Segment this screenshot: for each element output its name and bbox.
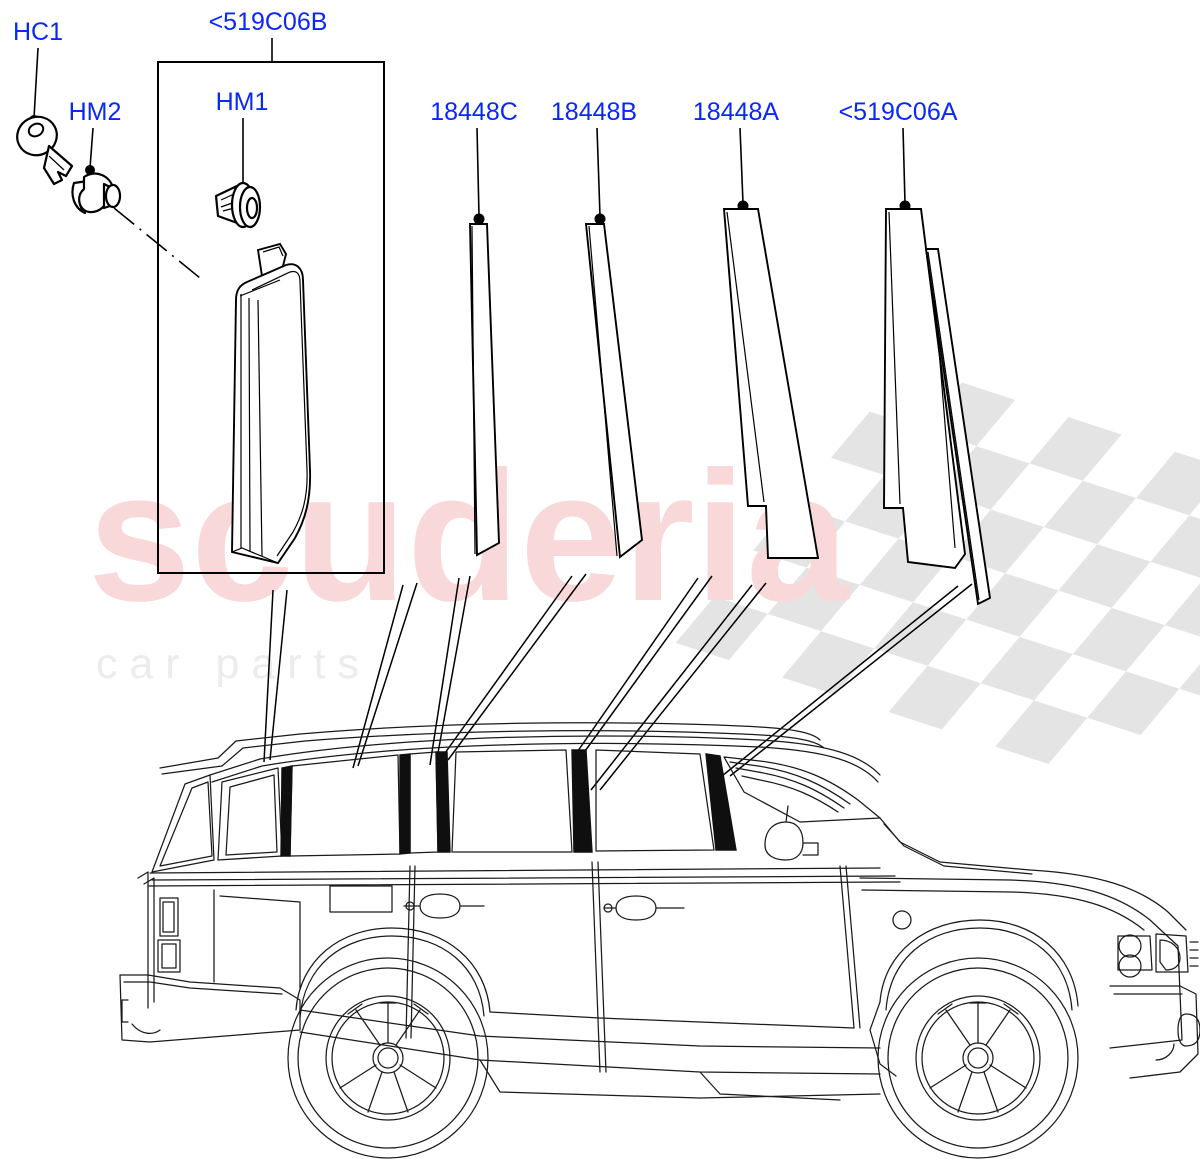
leader-18448a	[739, 127, 744, 204]
part-to-vehicle-leaders	[263, 573, 973, 791]
part-18448b-pillar-trim[interactable]	[584, 223, 644, 559]
part-hm1-arrow-clip[interactable]	[214, 181, 262, 229]
part-18448c-pillar-trim[interactable]	[469, 223, 500, 557]
leader-18448b	[596, 127, 601, 217]
leader-hc1	[33, 47, 39, 119]
part-519c06a-pillar-trim-assembly[interactable]	[883, 208, 992, 606]
label-18448b[interactable]: 18448B	[551, 98, 637, 126]
leader-519c06a	[902, 127, 906, 204]
leader-dot-hm2	[85, 165, 95, 175]
label-hm2[interactable]: HM2	[69, 98, 122, 126]
leader-dot-18448c	[473, 213, 485, 225]
leader-18448c	[476, 127, 480, 217]
part-519c06b-pillar-trim-assembly[interactable]	[231, 242, 312, 565]
leader-hm2	[89, 127, 94, 169]
label-519c06a[interactable]: <519C06A	[839, 98, 958, 126]
label-18448a[interactable]: 18448A	[693, 98, 780, 126]
label-hc1[interactable]: HC1	[13, 18, 63, 46]
part-18448a-pillar-trim[interactable]	[722, 208, 820, 559]
vehicle-side-profile	[119, 722, 1200, 1159]
part-hm2-grommet-fastener[interactable]	[71, 172, 122, 215]
watermark-brand: scuderia	[88, 434, 851, 640]
assembly-box-519c06b	[157, 61, 385, 574]
assembly-dash-line	[113, 207, 201, 279]
label-hm1[interactable]: HM1	[216, 88, 269, 116]
label-519c06b[interactable]: <519C06B	[209, 8, 328, 36]
part-hc1-screw-fastener[interactable]	[10, 110, 74, 186]
leader-dot-18448b	[594, 213, 606, 225]
watermark-tagline: c a r p a r t s	[96, 640, 359, 688]
label-18448c[interactable]: 18448C	[430, 98, 518, 126]
callout-labels: HC1 HM2 <519C06B HM1 18448C 18448B 18448…	[13, 8, 958, 225]
